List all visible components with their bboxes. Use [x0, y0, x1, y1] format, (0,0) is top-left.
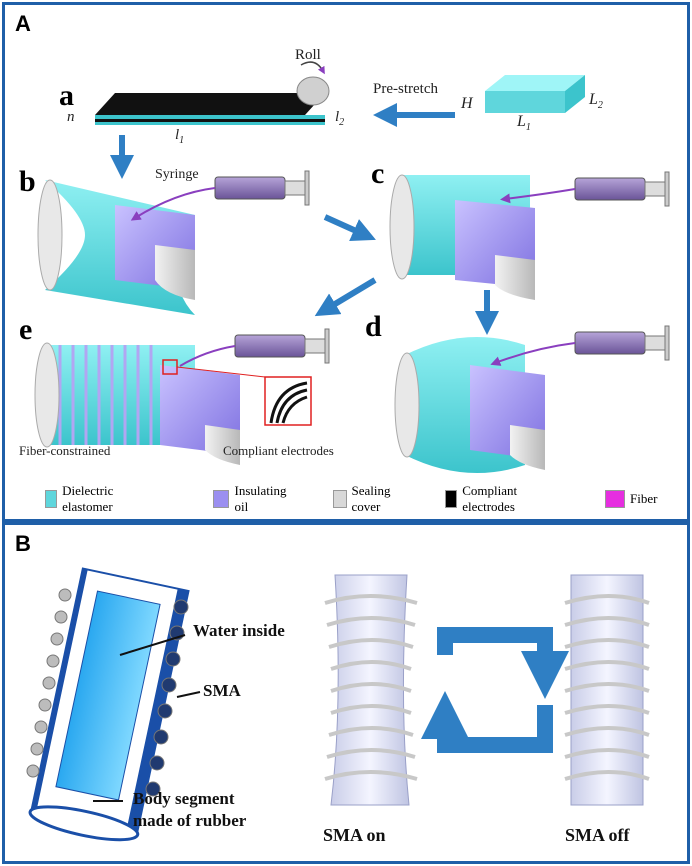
- roll-icon: [296, 61, 330, 106]
- pre-stretch-label: Pre-stretch: [373, 81, 438, 97]
- fiber-constrained-label: Fiber-constrained: [19, 443, 111, 458]
- actuator-b: [37, 179, 195, 315]
- legend-swatch: [445, 490, 458, 508]
- actuator-d: [394, 337, 545, 473]
- sma-pointer: [176, 691, 201, 698]
- panel-b-illustration: [26, 567, 650, 842]
- sub-label-a: a: [59, 79, 74, 112]
- L1-label: L1: [517, 113, 531, 134]
- legend-item-fiber: Fiber: [605, 489, 657, 509]
- body-segment: [28, 567, 190, 842]
- roll-label: Roll: [295, 47, 321, 63]
- cycle-arrow-bottom: [421, 691, 553, 753]
- sma-off-label: SMA off: [565, 825, 630, 845]
- arrow-c-to-e: [314, 277, 377, 317]
- legend-item-dielectric-elastomer: Dielectric elastomer: [45, 483, 121, 514]
- sub-label-c: c: [371, 157, 385, 190]
- sub-label-b: b: [19, 165, 36, 198]
- L2-label: L2: [589, 91, 603, 112]
- panel-b: B: [2, 522, 690, 864]
- syringe-b-icon: [130, 170, 310, 221]
- legend-item-insulating-oil: Insulating oil: [213, 483, 290, 514]
- legend-swatch: [213, 490, 230, 508]
- tube-sma-on: [324, 574, 418, 806]
- cycle-arrow-top: [437, 627, 569, 699]
- syringe-c-icon: [500, 171, 670, 207]
- sma-label: SMA: [203, 681, 241, 700]
- tube-sma-off: [564, 574, 650, 806]
- arrow-b-to-c: [323, 214, 376, 242]
- syringe-d-icon: [490, 325, 670, 366]
- body-segment-label-line1: Body segment: [133, 789, 235, 808]
- panel-b-label: B: [15, 531, 31, 556]
- syringe-label: Syringe: [155, 167, 199, 182]
- legend-swatch: [333, 490, 347, 508]
- l2-label: l2: [335, 109, 345, 128]
- legend-swatch: [605, 490, 625, 508]
- panel-a: A: [2, 2, 690, 522]
- panel-a-illustration: [34, 61, 670, 473]
- actuator-c: [389, 174, 535, 300]
- legend-swatch: [45, 490, 58, 508]
- legend-item-sealing-cover: Sealing cover: [333, 483, 397, 514]
- sma-beads: [26, 588, 189, 797]
- elastomer-block: [485, 75, 585, 113]
- panel-a-label: A: [15, 11, 31, 36]
- body-segment-label-line2: made of rubber: [133, 811, 247, 830]
- compliant-electrodes-label: Compliant electrodes: [223, 443, 334, 458]
- syringe-e-icon: [179, 328, 330, 367]
- sub-label-d: d: [365, 310, 382, 343]
- water-pointer: [119, 634, 186, 656]
- water-inside-label: Water inside: [193, 621, 285, 640]
- h-label: H: [461, 95, 473, 112]
- sma-on-label: SMA on: [323, 825, 386, 845]
- l1-label: l1: [175, 127, 185, 146]
- sub-label-e: e: [19, 313, 33, 346]
- actuator-e: [34, 342, 312, 465]
- n-label: n: [67, 109, 75, 125]
- film-sheet: [95, 93, 325, 125]
- legend-item-compliant-electrodes: Compliant electrodes: [445, 483, 525, 514]
